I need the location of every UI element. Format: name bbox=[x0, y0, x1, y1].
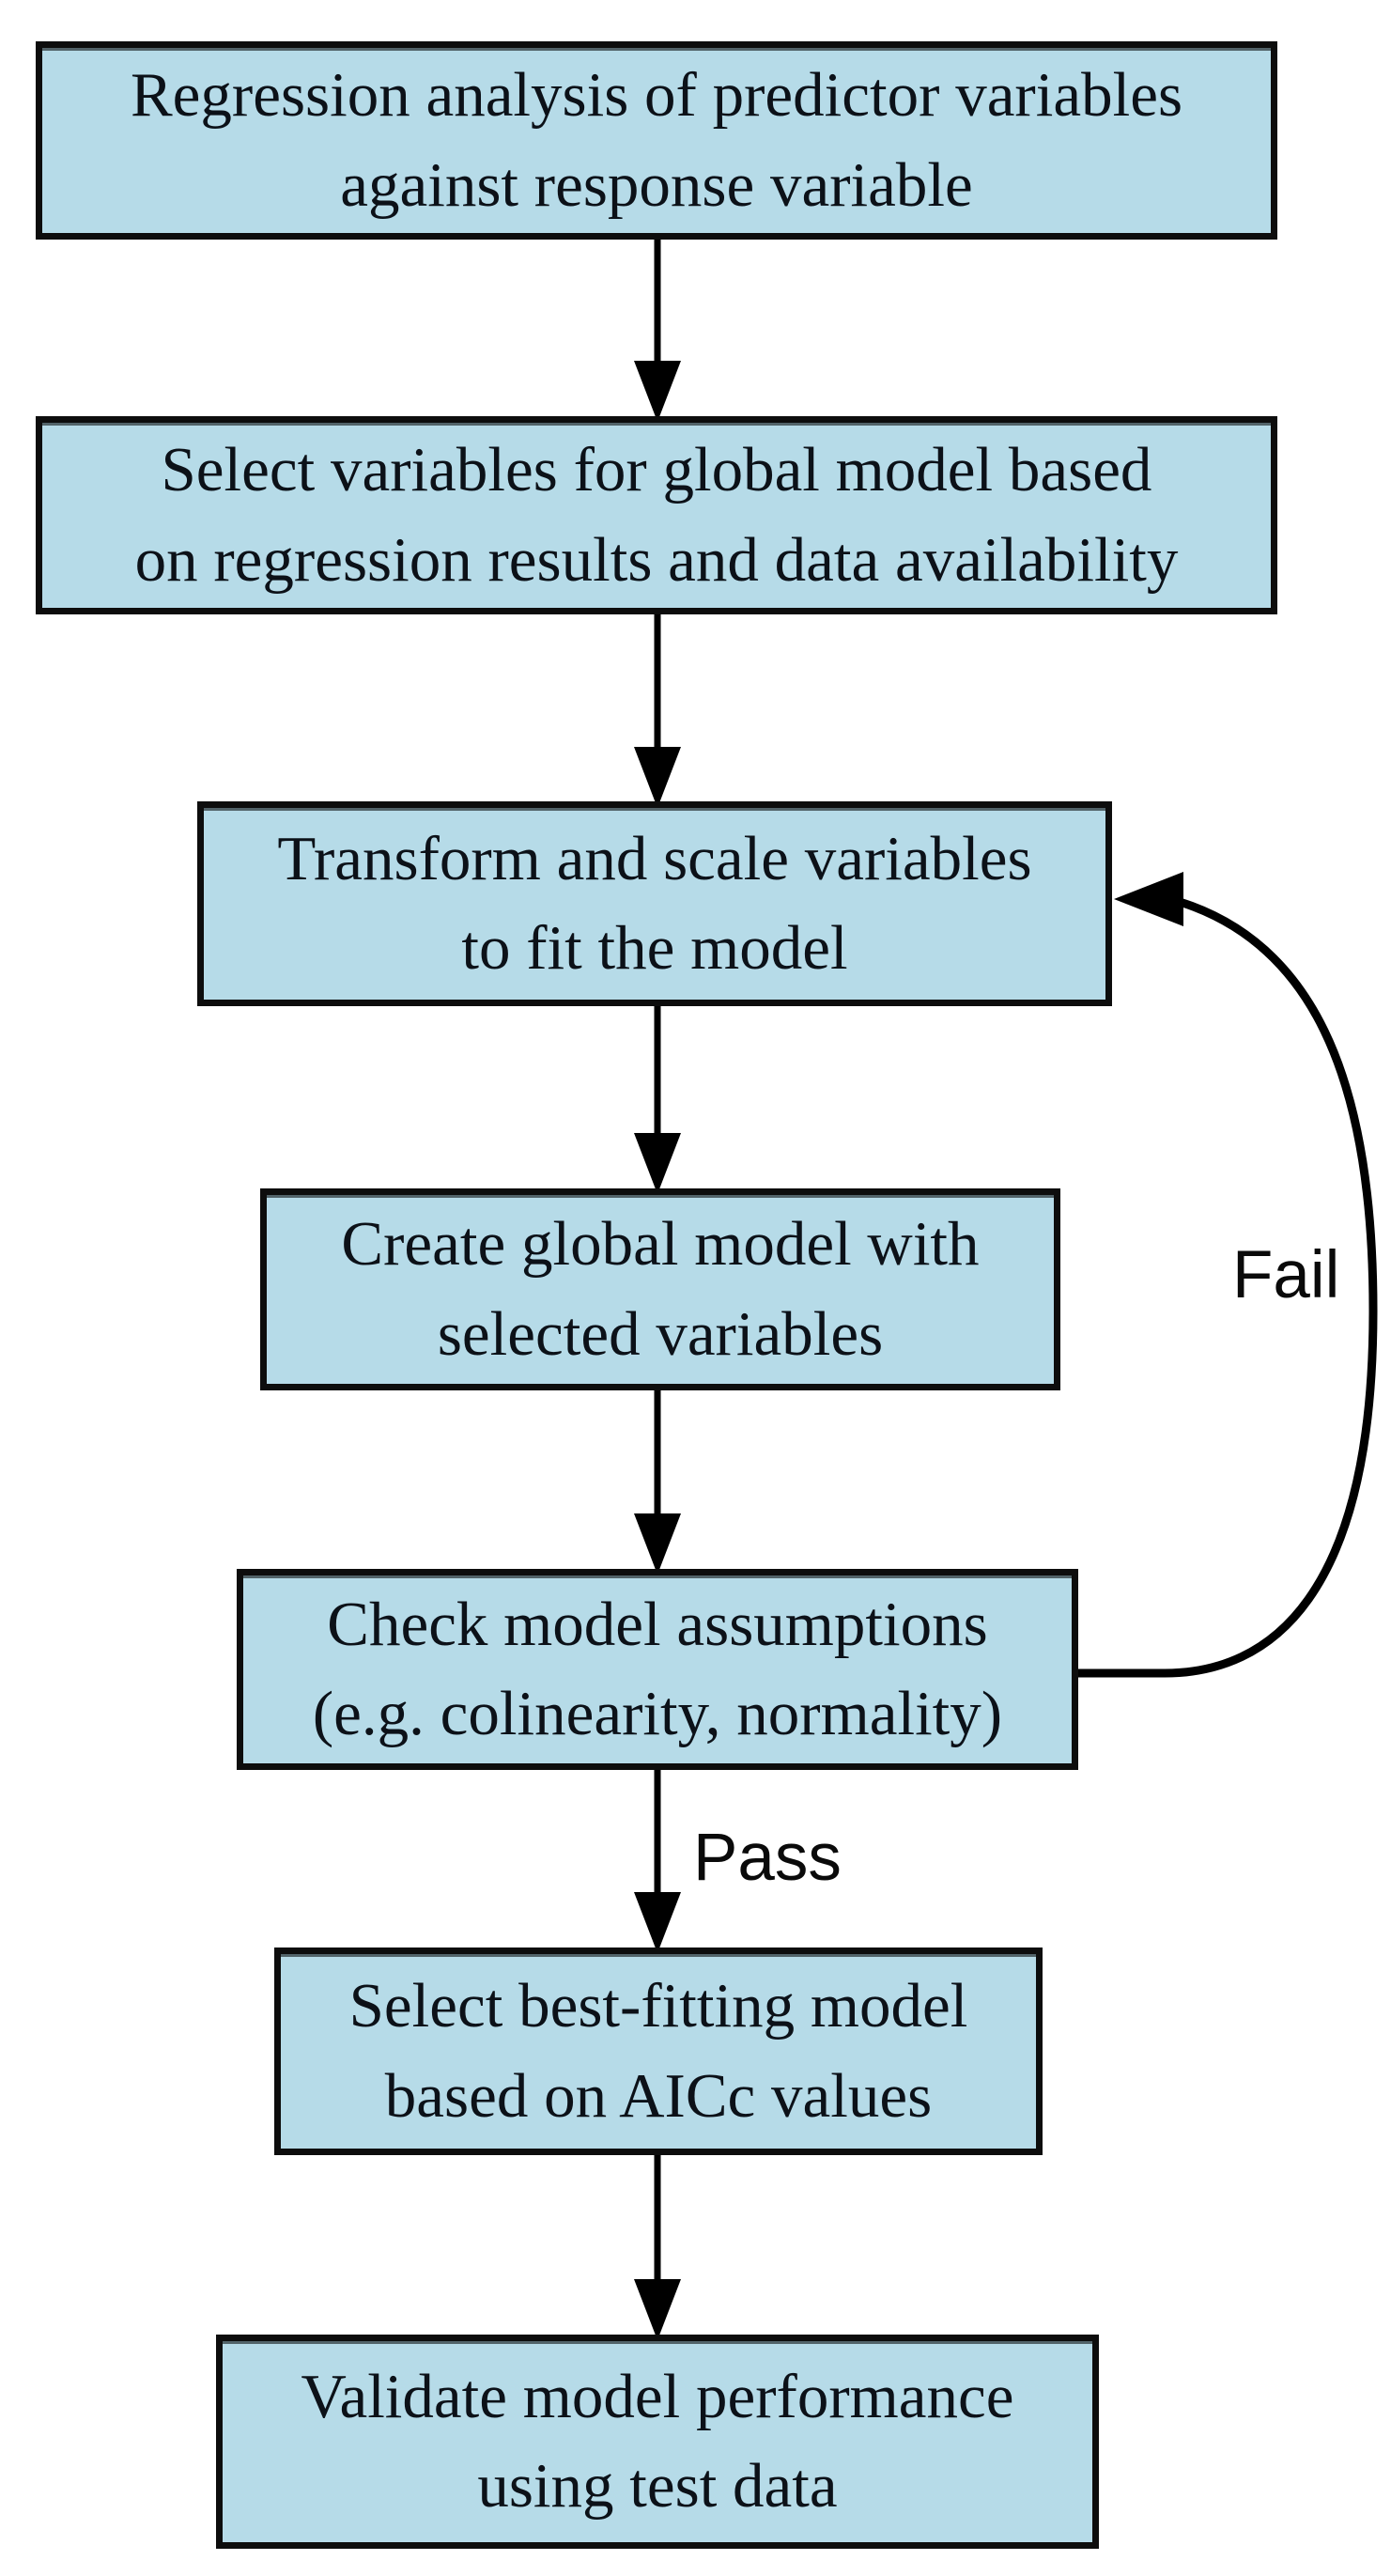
arrow-step2-to-step3 bbox=[634, 611, 681, 808]
arrow-step5-to-step6-pass bbox=[634, 1766, 681, 1953]
flow-step-transform-scale: Transform and scale variables to fit the… bbox=[197, 801, 1112, 1006]
arrow-step6-to-step7 bbox=[634, 2151, 681, 2340]
fail-edge-label: Fail bbox=[1232, 1238, 1340, 1312]
flow-step-select-best-model: Select best-fitting model based on AICc … bbox=[274, 1948, 1043, 2155]
flow-step-check-assumptions: Check model assumptions (e.g. colinearit… bbox=[237, 1569, 1078, 1770]
arrow-step4-to-step5 bbox=[634, 1387, 681, 1575]
flow-step-create-global-model: Create global model with selected variab… bbox=[260, 1188, 1060, 1390]
pass-edge-label: Pass bbox=[693, 1821, 842, 1895]
arrow-step1-to-step2 bbox=[634, 235, 681, 422]
flow-step-select-variables: Select variables for global model based … bbox=[36, 416, 1277, 614]
arrow-step3-to-step4 bbox=[634, 1006, 681, 1194]
flow-step-regression-analysis: Regression analysis of predictor variabl… bbox=[36, 41, 1277, 240]
flow-step-validate-model: Validate model performance using test da… bbox=[216, 2335, 1099, 2549]
